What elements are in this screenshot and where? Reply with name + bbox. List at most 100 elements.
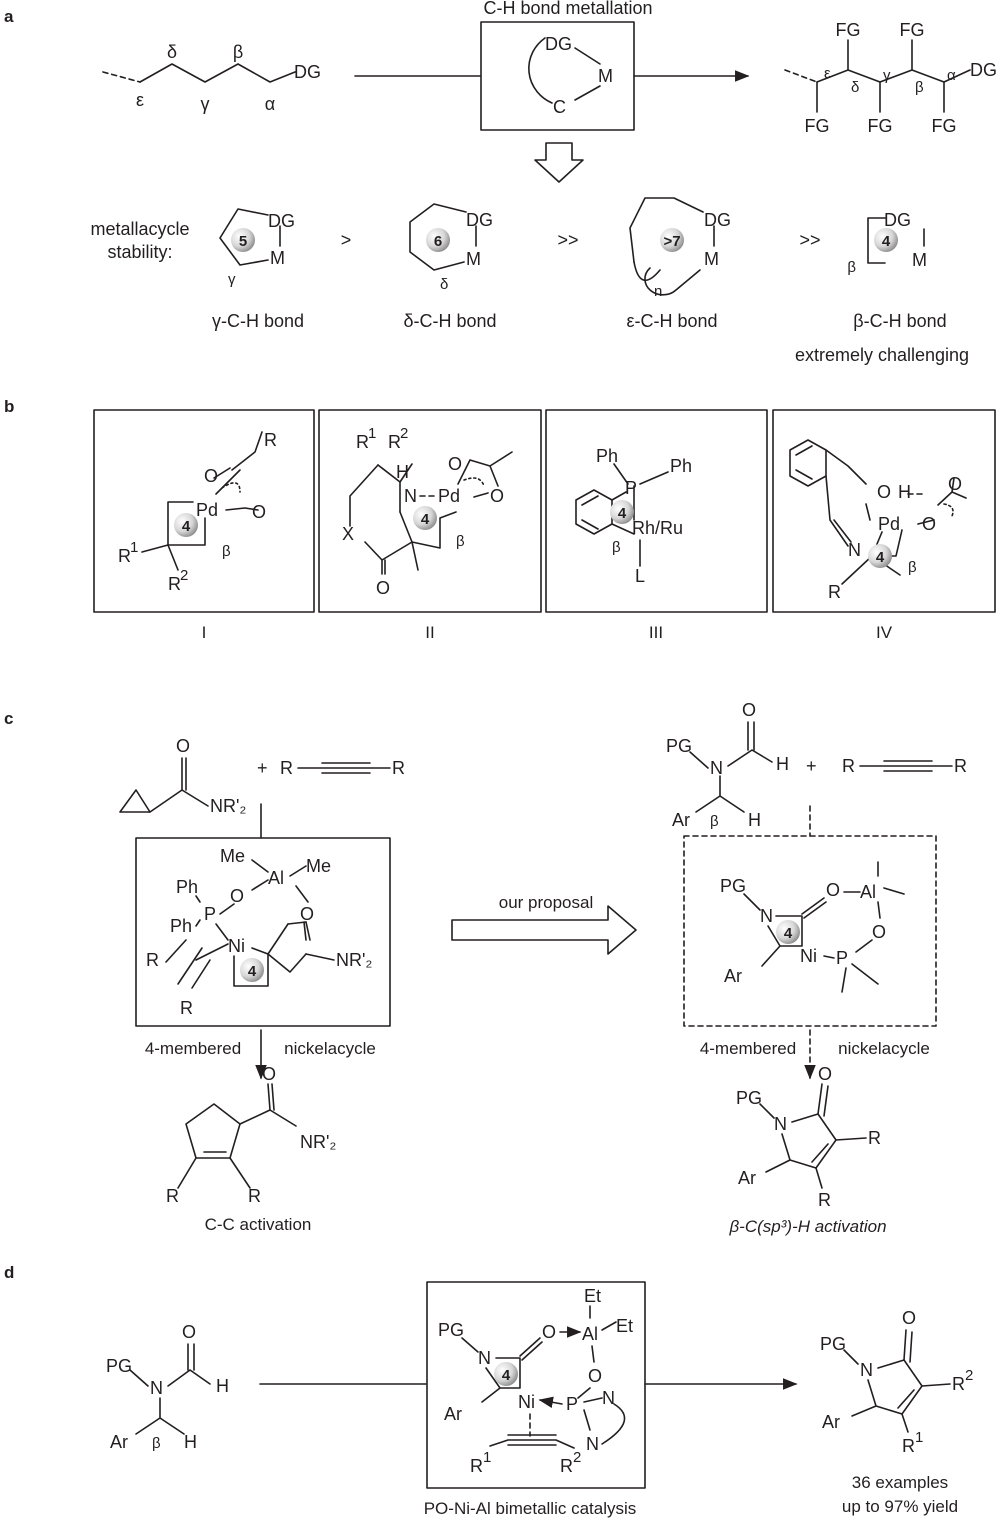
svg-text:PG: PG <box>820 1334 846 1354</box>
svg-text:γ: γ <box>883 67 891 84</box>
proposal-hollow-arrow <box>451 905 637 955</box>
svg-text:R: R <box>166 1186 179 1206</box>
svg-text:P: P <box>566 1394 578 1414</box>
greek-alpha: α <box>265 94 275 114</box>
svg-text:δ: δ <box>851 79 859 96</box>
svg-text:R: R <box>828 582 841 602</box>
complex-III: P Ph Ph Rh/Ru L β 4 <box>575 446 692 586</box>
svg-text:Ph: Ph <box>596 446 618 466</box>
svg-text:O: O <box>300 904 314 924</box>
svg-text:δ: δ <box>440 276 448 293</box>
svg-text:γ: γ <box>228 271 236 288</box>
svg-text:PG: PG <box>736 1088 762 1108</box>
bond-label-gamma: γ-C-H bond <box>212 311 304 331</box>
svg-text:R: R <box>902 1436 915 1456</box>
svg-text:H: H <box>776 754 789 774</box>
svg-text:FG: FG <box>805 116 830 136</box>
svg-text:Pd: Pd <box>196 500 218 520</box>
svg-text:H: H <box>898 482 911 502</box>
svg-text:Ar: Ar <box>672 810 690 830</box>
svg-text:4: 4 <box>421 511 430 528</box>
svg-text:R: R <box>168 574 181 594</box>
svg-text:N: N <box>586 1434 599 1454</box>
svg-text:2: 2 <box>573 1449 581 1466</box>
comparator: >> <box>557 230 578 250</box>
svg-text:+: + <box>257 758 268 778</box>
svg-text:Ni: Ni <box>800 946 817 966</box>
svg-text:FG: FG <box>900 20 925 40</box>
svg-text:Ni: Ni <box>518 1392 535 1412</box>
svg-text:2: 2 <box>965 1367 973 1384</box>
svg-text:O: O <box>922 514 936 534</box>
svg-text:Ar: Ar <box>724 966 742 986</box>
substrate-chain: ε δ γ β α DG <box>102 42 321 114</box>
complex-box-III <box>545 409 768 613</box>
label-I: I <box>202 623 207 642</box>
dg-label: DG <box>545 34 572 54</box>
svg-text:1: 1 <box>130 539 138 556</box>
svg-text:2: 2 <box>180 567 188 584</box>
svg-text:R: R <box>560 1456 573 1476</box>
svg-text:O: O <box>826 880 840 900</box>
nickelacycle-right: PG N O Al O P Ni Ar 4 <box>720 861 905 993</box>
svg-text:FG: FG <box>932 116 957 136</box>
nickelacycle-caption-left-2: nickelacycle <box>284 1039 376 1058</box>
svg-text:O: O <box>588 1366 602 1386</box>
panel-d: d PG N O H Ar β H PG N O Al <box>4 1263 973 1518</box>
svg-text:Rh/Ru: Rh/Ru <box>632 518 683 538</box>
product-caption-right: β-C(sp³)-H activation <box>728 1217 886 1236</box>
product-caption-left: C-C activation <box>205 1215 312 1234</box>
svg-text:Ar: Ar <box>444 1404 462 1424</box>
nickelacycle-caption-right-2: nickelacycle <box>838 1039 930 1058</box>
nickelacycle-left: Me Al Me O O P Ph Ph Ni NR'₂ R R <box>146 846 372 1018</box>
complex-box-I <box>93 409 315 613</box>
svg-text:R: R <box>842 756 855 776</box>
svg-text:O: O <box>176 736 190 756</box>
svg-text:H: H <box>216 1376 229 1396</box>
svg-text:Ni: Ni <box>228 936 245 956</box>
ring-size-badge <box>660 228 684 252</box>
complex-I: R O Pd O 4 β R 1 R 2 <box>118 430 277 594</box>
svg-text:PG: PG <box>666 736 692 756</box>
svg-text:R: R <box>118 546 131 566</box>
label-II: II <box>425 623 434 642</box>
svg-text:1: 1 <box>915 1429 923 1446</box>
panel-label-b: b <box>4 397 14 416</box>
svg-text:O: O <box>902 1308 916 1328</box>
svg-text:Ph: Ph <box>170 916 192 936</box>
formamide-reactant: PG N O H Ar β H + <box>666 700 817 830</box>
svg-text:FG: FG <box>836 20 861 40</box>
svg-text:O: O <box>448 454 462 474</box>
cyclopentene-product: O NR'₂ R R <box>166 1064 336 1206</box>
svg-text:R: R <box>280 758 293 778</box>
svg-text:Al: Al <box>582 1324 598 1344</box>
greek-epsilon: ε <box>136 90 144 110</box>
svg-text:P: P <box>625 478 637 498</box>
svg-text:PG: PG <box>720 876 746 896</box>
large-metallacycle: DG M n >7 <box>629 197 731 300</box>
svg-text:DG: DG <box>704 210 731 230</box>
svg-text:β: β <box>456 533 465 550</box>
six-membered-metallacycle: DG M δ 6 <box>409 203 493 293</box>
svg-text:M: M <box>270 248 285 268</box>
svg-text:R: R <box>868 1128 881 1148</box>
svg-text:O: O <box>542 1322 556 1342</box>
metal-label: M <box>598 66 613 86</box>
challenge-note: extremely challenging <box>795 345 969 365</box>
catalyst-box <box>426 1281 646 1489</box>
complex-IV: O H O Pd O N R 4 β <box>789 439 967 602</box>
svg-text:M: M <box>704 249 719 269</box>
stability-label-2: stability: <box>107 242 172 262</box>
hollow-down-arrow <box>534 142 584 183</box>
svg-text:4: 4 <box>882 233 891 250</box>
svg-text:R: R <box>180 998 193 1018</box>
svg-text:Et: Et <box>584 1286 601 1306</box>
svg-text:Ar: Ar <box>110 1432 128 1452</box>
svg-text:L: L <box>635 566 645 586</box>
svg-text:2: 2 <box>400 425 408 442</box>
svg-text:DG: DG <box>466 210 493 230</box>
cyclopropyl-amide: O NR'₂ + <box>119 736 268 816</box>
svg-text:H: H <box>748 810 761 830</box>
svg-text:X: X <box>342 524 354 544</box>
